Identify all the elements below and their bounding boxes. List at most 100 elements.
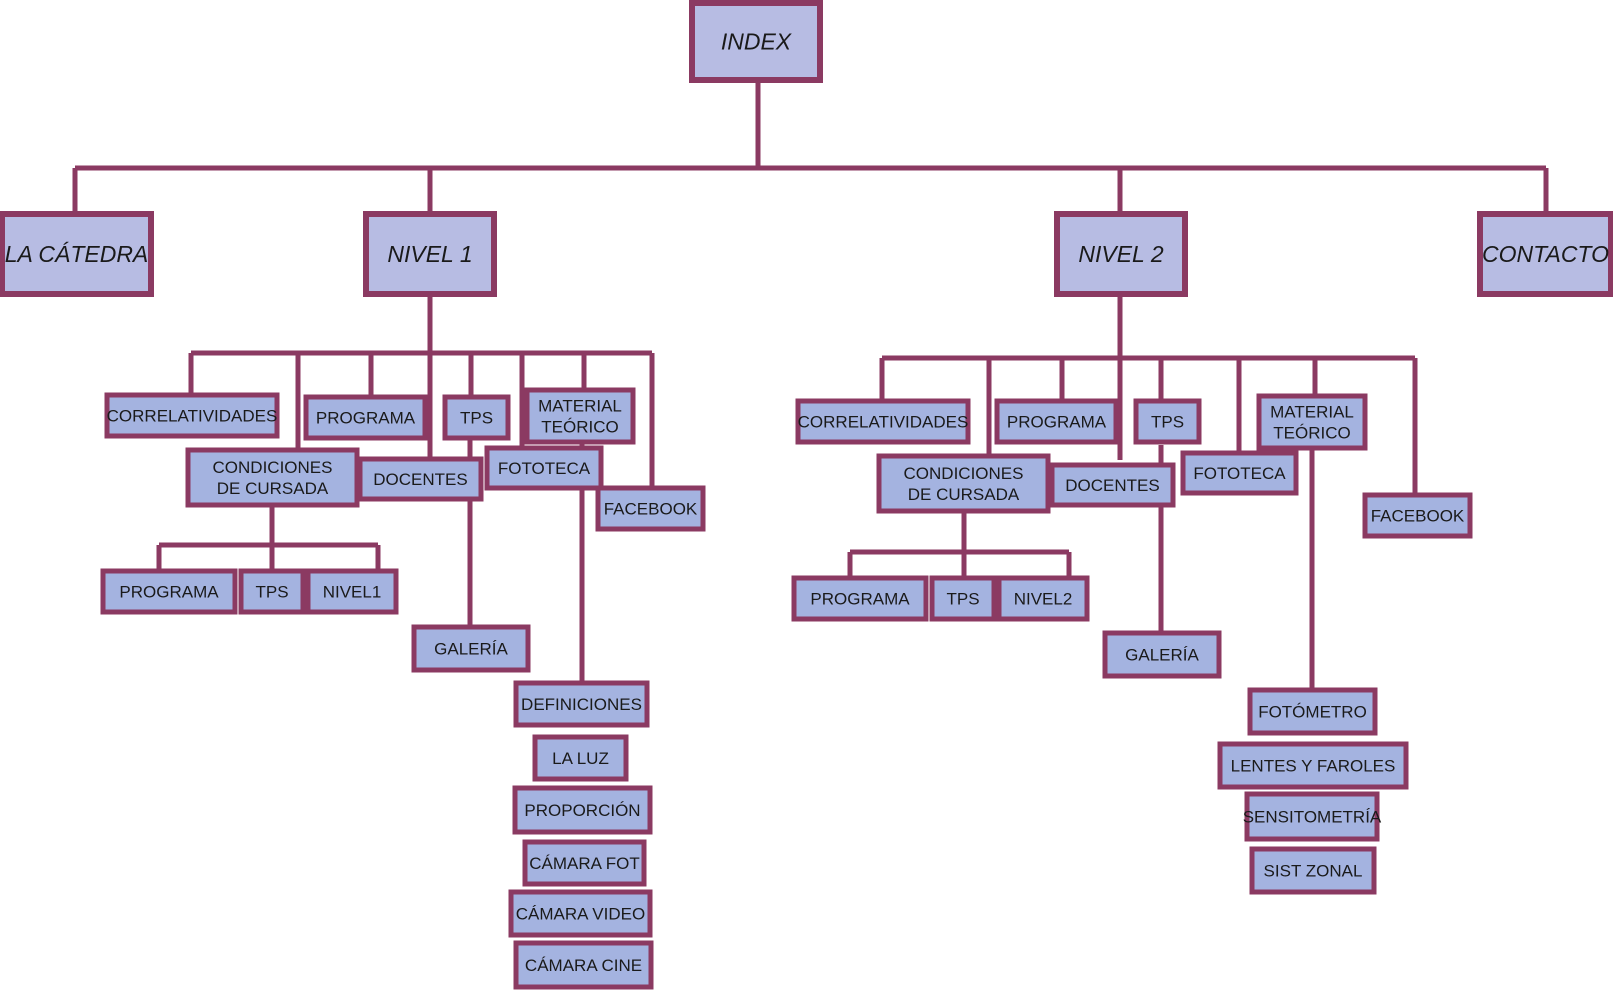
- n2-material-item-3[interactable]: SENSITOMETRÍA: [1243, 791, 1382, 842]
- n2-docentes[interactable]: DOCENTES: [1049, 462, 1176, 508]
- node-contacto-label: CONTACTO: [1482, 241, 1609, 267]
- n1-cond-programa-frame: [100, 568, 238, 615]
- n2-programa-label: PROGRAMA: [1007, 412, 1107, 431]
- n1-material-teorico[interactable]: MATERIAL TEÓRICO: [524, 387, 636, 445]
- n1-cond-nivel-label: NIVEL1: [323, 582, 382, 601]
- n2-material-teorico-frame: [1256, 393, 1368, 451]
- n2-material-item-3-label: SENSITOMETRÍA: [1243, 807, 1382, 826]
- n2-material-item-1-label: FOTÓMETRO: [1258, 702, 1367, 721]
- n1-material-item-5-frame: [508, 889, 653, 938]
- n1-material-item-4[interactable]: CÁMARA FOT: [522, 839, 647, 887]
- node-nivel-2-frame: [1054, 211, 1188, 297]
- n2-cond-programa-label: PROGRAMA: [810, 589, 910, 608]
- n2-cond-tps-label: TPS: [946, 589, 979, 608]
- n1-material-item-6[interactable]: CÁMARA CINE: [513, 940, 654, 990]
- n2-material-item-3-frame: [1244, 791, 1380, 842]
- n1-tps[interactable]: TPS: [442, 394, 511, 441]
- n2-condiciones-cursada-frame: [876, 453, 1051, 514]
- n1-cond-programa[interactable]: PROGRAMA: [100, 568, 238, 615]
- n1-material-item-4-frame: [522, 839, 647, 887]
- n1-facebook[interactable]: FACEBOOK: [595, 485, 706, 532]
- n2-material-item-4-frame: [1249, 846, 1377, 895]
- n1-condiciones-cursada-label-1: CONDICIONES: [213, 458, 333, 477]
- n1-galeria-label: GALERÍA: [434, 639, 508, 658]
- n2-facebook-label: FACEBOOK: [1371, 506, 1465, 525]
- n2-programa-frame: [994, 398, 1119, 445]
- n2-galeria[interactable]: GALERÍA: [1102, 630, 1222, 679]
- n2-tps-label: TPS: [1151, 412, 1184, 431]
- n1-material-item-6-frame: [513, 940, 654, 990]
- n1-material-item-2-frame: [532, 734, 629, 782]
- n1-cond-programa-label: PROGRAMA: [119, 582, 219, 601]
- n1-correlatividades-frame: [104, 392, 280, 439]
- n1-material-item-3[interactable]: PROPORCIÓN: [512, 785, 653, 835]
- n1-condiciones-cursada[interactable]: CONDICIONES DE CURSADA: [185, 447, 360, 508]
- n2-cond-tps-frame: [929, 575, 997, 622]
- n1-material-item-1[interactable]: DEFINICIONES: [513, 680, 650, 728]
- n2-fototeca-label: FOTOTECA: [1193, 464, 1286, 483]
- node-index[interactable]: INDEX: [689, 0, 823, 83]
- n2-material-item-4[interactable]: SIST ZONAL: [1249, 846, 1377, 895]
- node-contacto[interactable]: CONTACTO: [1477, 211, 1613, 297]
- n1-fototeca[interactable]: FOTOTECA: [484, 445, 604, 491]
- n2-correlatividades-frame: [795, 398, 971, 445]
- n2-material-teorico-label-2: TEÓRICO: [1273, 424, 1350, 443]
- n2-material-teorico-label-1: MATERIAL: [1270, 402, 1354, 421]
- n1-material-teorico-label-2: TEÓRICO: [541, 418, 618, 437]
- n2-material-item-1-frame: [1247, 687, 1378, 736]
- n2-condiciones-cursada-label-1: CONDICIONES: [904, 464, 1024, 483]
- node-la-catedra[interactable]: LA CÁTEDRA: [0, 211, 154, 297]
- node-la-catedra-label: LA CÁTEDRA: [5, 241, 149, 267]
- n1-material-item-6-label: CÁMARA CINE: [525, 956, 642, 975]
- n2-material-teorico[interactable]: MATERIAL TEÓRICO: [1256, 393, 1368, 451]
- n1-material-teorico-label-1: MATERIAL: [538, 396, 622, 415]
- n2-cond-tps[interactable]: TPS: [929, 575, 997, 622]
- n2-galeria-label: GALERÍA: [1125, 645, 1199, 664]
- n1-fototeca-frame: [484, 445, 604, 491]
- n2-facebook-frame: [1362, 492, 1473, 539]
- n2-correlatividades[interactable]: CORRELATIVIDADES: [795, 398, 971, 445]
- n1-facebook-label: FACEBOOK: [604, 499, 698, 518]
- node-nivel-2[interactable]: NIVEL 2: [1054, 211, 1188, 297]
- node-nivel-1[interactable]: NIVEL 1: [363, 211, 497, 297]
- n1-condiciones-cursada-frame: [185, 447, 360, 508]
- n1-cond-nivel-frame: [305, 568, 399, 615]
- n2-facebook[interactable]: FACEBOOK: [1362, 492, 1473, 539]
- n2-docentes-frame: [1049, 462, 1176, 508]
- n1-programa-label: PROGRAMA: [316, 408, 416, 427]
- n1-material-item-2[interactable]: LA LUZ: [532, 734, 629, 782]
- n1-docentes[interactable]: DOCENTES: [357, 456, 484, 502]
- n2-material-item-1[interactable]: FOTÓMETRO: [1247, 687, 1378, 736]
- n1-cond-tps[interactable]: TPS: [238, 568, 306, 615]
- n1-material-item-5-label: CÁMARA VIDEO: [516, 904, 645, 923]
- n2-cond-nivel[interactable]: NIVEL2: [996, 575, 1090, 622]
- n2-galeria-frame: [1102, 630, 1222, 679]
- n1-programa[interactable]: PROGRAMA: [303, 394, 428, 441]
- node-index-label: INDEX: [721, 29, 793, 55]
- n1-correlatividades[interactable]: CORRELATIVIDADES: [104, 392, 280, 439]
- n1-galeria[interactable]: GALERÍA: [411, 624, 531, 673]
- node-index-frame: [689, 0, 823, 83]
- n2-fototeca-frame: [1180, 450, 1299, 496]
- n2-material-item-2-label: LENTES Y FAROLES: [1231, 756, 1396, 775]
- node-nivel-1-label: NIVEL 1: [387, 241, 472, 267]
- n2-cond-programa[interactable]: PROGRAMA: [791, 575, 929, 622]
- n2-tps-frame: [1133, 398, 1202, 445]
- n1-condiciones-cursada-label-2: DE CURSADA: [217, 479, 329, 498]
- n2-material-item-2[interactable]: LENTES Y FAROLES: [1217, 741, 1409, 790]
- n2-tps[interactable]: TPS: [1133, 398, 1202, 445]
- n2-correlatividades-label: CORRELATIVIDADES: [798, 412, 969, 431]
- n2-fototeca[interactable]: FOTOTECA: [1180, 450, 1299, 496]
- n1-material-item-5[interactable]: CÁMARA VIDEO: [508, 889, 653, 938]
- n1-docentes-label: DOCENTES: [373, 470, 467, 489]
- n1-material-teorico-frame: [524, 387, 636, 445]
- n1-material-item-1-label: DEFINICIONES: [521, 695, 642, 714]
- node-nivel-1-frame: [363, 211, 497, 297]
- n2-programa[interactable]: PROGRAMA: [994, 398, 1119, 445]
- n1-cond-nivel[interactable]: NIVEL1: [305, 568, 399, 615]
- node-contacto-frame: [1477, 211, 1613, 297]
- node-la-catedra-frame: [0, 211, 154, 297]
